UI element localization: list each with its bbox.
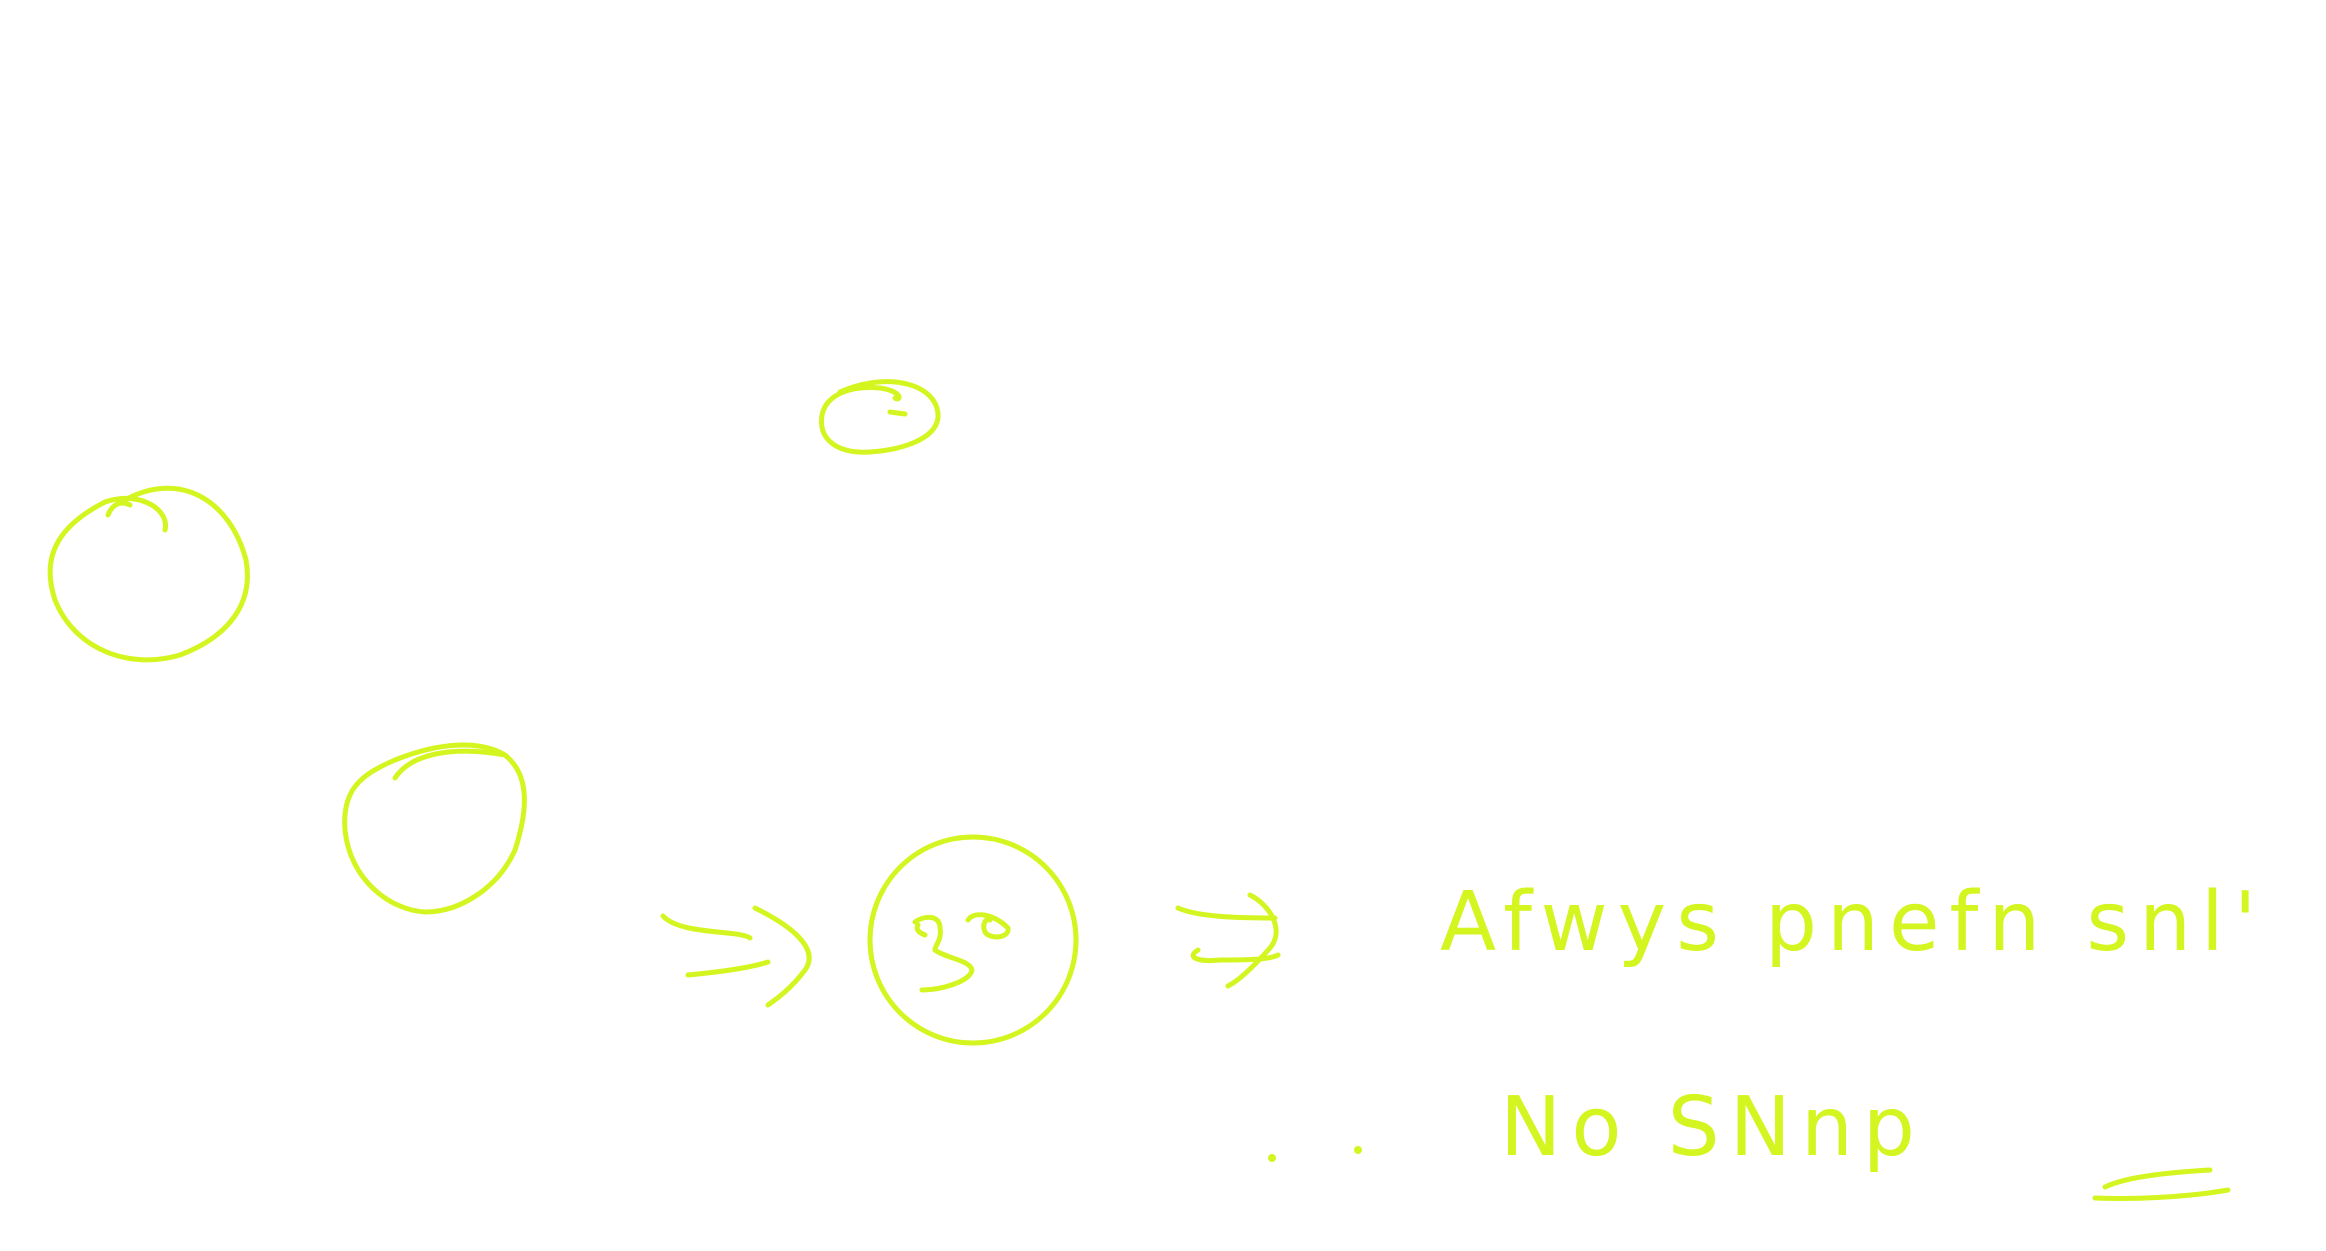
dot-marks [1268, 1146, 1362, 1162]
circle-3 [342, 742, 527, 915]
annotation-line-2: No SNnp [1500, 1080, 1925, 1175]
circle-4-face [867, 834, 1079, 1046]
underline-marks [2092, 1167, 2231, 1201]
arrow-2 [1175, 892, 1281, 989]
circle-2 [47, 485, 250, 663]
arrow-1 [660, 905, 812, 1008]
circle-1 [819, 379, 941, 455]
annotation-line-1: Afwys pnefn snl' [1440, 875, 2266, 970]
